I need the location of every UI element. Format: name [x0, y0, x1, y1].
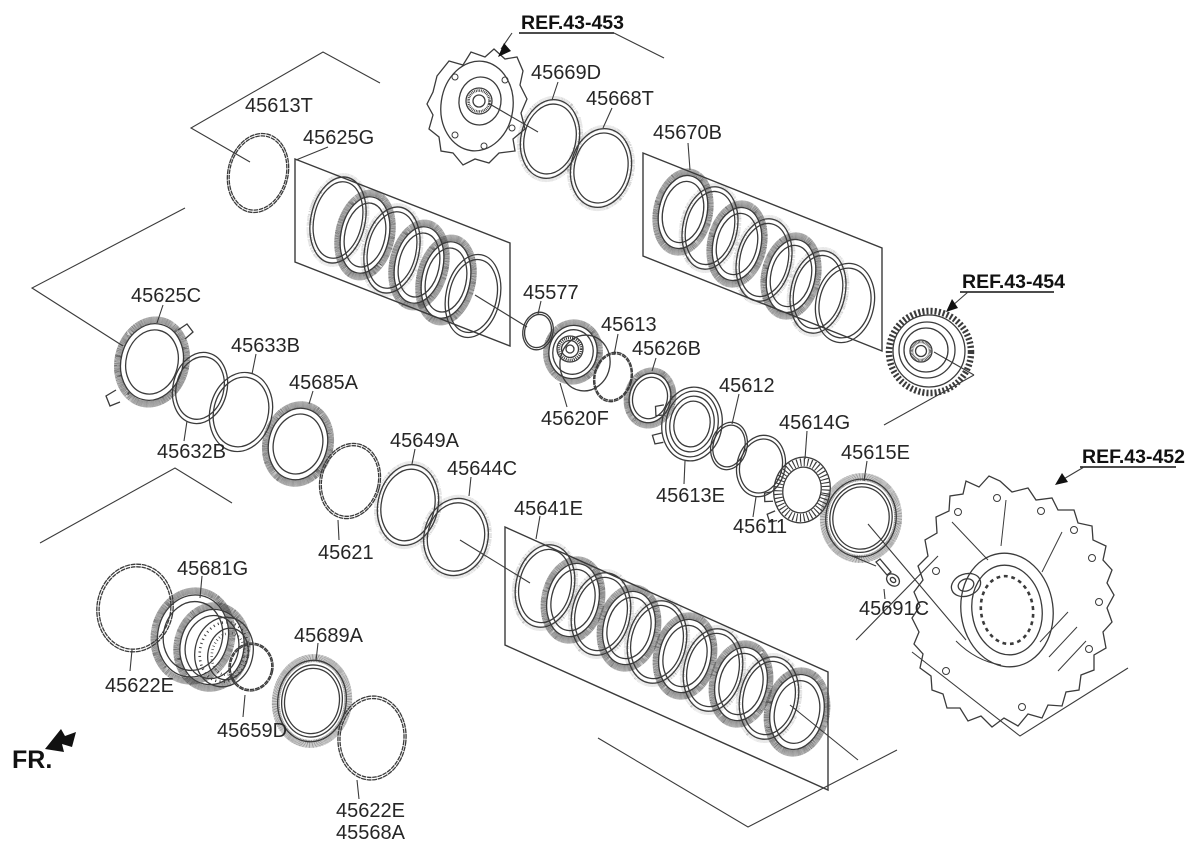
front-direction-arrow-icon: [45, 729, 76, 752]
ref-callout-43-453[interactable]: REF.43-453: [498, 12, 624, 57]
fr-label: FR.: [12, 746, 52, 774]
label-45644C[interactable]: 45644C: [447, 458, 517, 480]
label-45670B[interactable]: 45670B: [653, 122, 722, 144]
label-45622E-2[interactable]: 45622E: [336, 800, 405, 822]
bracket-top-left: [189, 51, 381, 163]
label-45689A[interactable]: 45689A: [294, 625, 364, 647]
part-labels: 45613T 45625G 45669D 45668T 45670B 45625…: [105, 62, 929, 844]
label-45669D[interactable]: 45669D: [531, 62, 601, 84]
part-45613E-hub: [651, 386, 723, 462]
bracket-case-diamond: [911, 651, 1129, 737]
label-45659D[interactable]: 45659D: [217, 720, 287, 742]
ref-arrow-43-454: [946, 299, 958, 312]
label-45685A[interactable]: 45685A: [289, 372, 359, 394]
label-45691C[interactable]: 45691C: [859, 598, 929, 620]
group-box-45641E: [504, 525, 829, 792]
label-45625C[interactable]: 45625C: [131, 285, 201, 307]
label-45649A[interactable]: 45649A: [390, 430, 460, 452]
label-45614G[interactable]: 45614G: [779, 412, 850, 434]
ref-label-43-454[interactable]: REF.43-454: [962, 271, 1065, 293]
ref-callout-43-454[interactable]: REF.43-454: [946, 271, 1065, 312]
group-box-45670B: [642, 151, 883, 353]
label-45620F[interactable]: 45620F: [541, 408, 609, 430]
label-45615E[interactable]: 45615E: [841, 442, 910, 464]
ref-arrow-43-452: [1055, 473, 1068, 485]
label-45632B[interactable]: 45632B: [157, 441, 226, 463]
label-45622E[interactable]: 45622E: [105, 675, 174, 697]
label-45612[interactable]: 45612: [719, 375, 775, 397]
label-45577[interactable]: 45577: [523, 282, 579, 304]
label-45613[interactable]: 45613: [601, 314, 657, 336]
label-45611[interactable]: 45611: [733, 516, 787, 538]
part-45681G-drum: [145, 583, 259, 695]
front-direction-indicator: FR.: [12, 729, 76, 774]
bracket-bottom-left: [39, 467, 233, 544]
part-transaxle-case-ref-43-452: [911, 475, 1115, 728]
part-45625C-gear-ring: [106, 312, 196, 412]
label-45613T[interactable]: 45613T: [245, 95, 313, 117]
label-45633B[interactable]: 45633B: [231, 335, 300, 357]
ref-arrow-43-453: [498, 43, 511, 57]
label-45641E[interactable]: 45641E: [514, 498, 583, 520]
bracket-bottom-shadow: [597, 737, 898, 828]
label-45621[interactable]: 45621: [318, 542, 374, 564]
label-45668T[interactable]: 45668T: [586, 88, 654, 110]
part-45691C-bolt: [875, 558, 901, 587]
part-torque-converter-ref-43-454: [885, 307, 975, 397]
ref-callout-43-452[interactable]: REF.43-452: [1055, 446, 1185, 485]
group-box-45625G: [294, 157, 511, 348]
label-45613E[interactable]: 45613E: [656, 485, 725, 507]
label-45568A[interactable]: 45568A: [336, 822, 406, 844]
part-45620F-drum: [542, 318, 615, 395]
label-45626B[interactable]: 45626B: [632, 338, 701, 360]
label-45625G[interactable]: 45625G: [303, 127, 374, 149]
leader-lines: [30, 32, 1129, 828]
ref-label-43-452[interactable]: REF.43-452: [1082, 446, 1185, 468]
label-45681G[interactable]: 45681G: [177, 558, 248, 580]
ref-label-43-453[interactable]: REF.43-453: [521, 12, 624, 34]
bracket-left: [30, 207, 186, 347]
